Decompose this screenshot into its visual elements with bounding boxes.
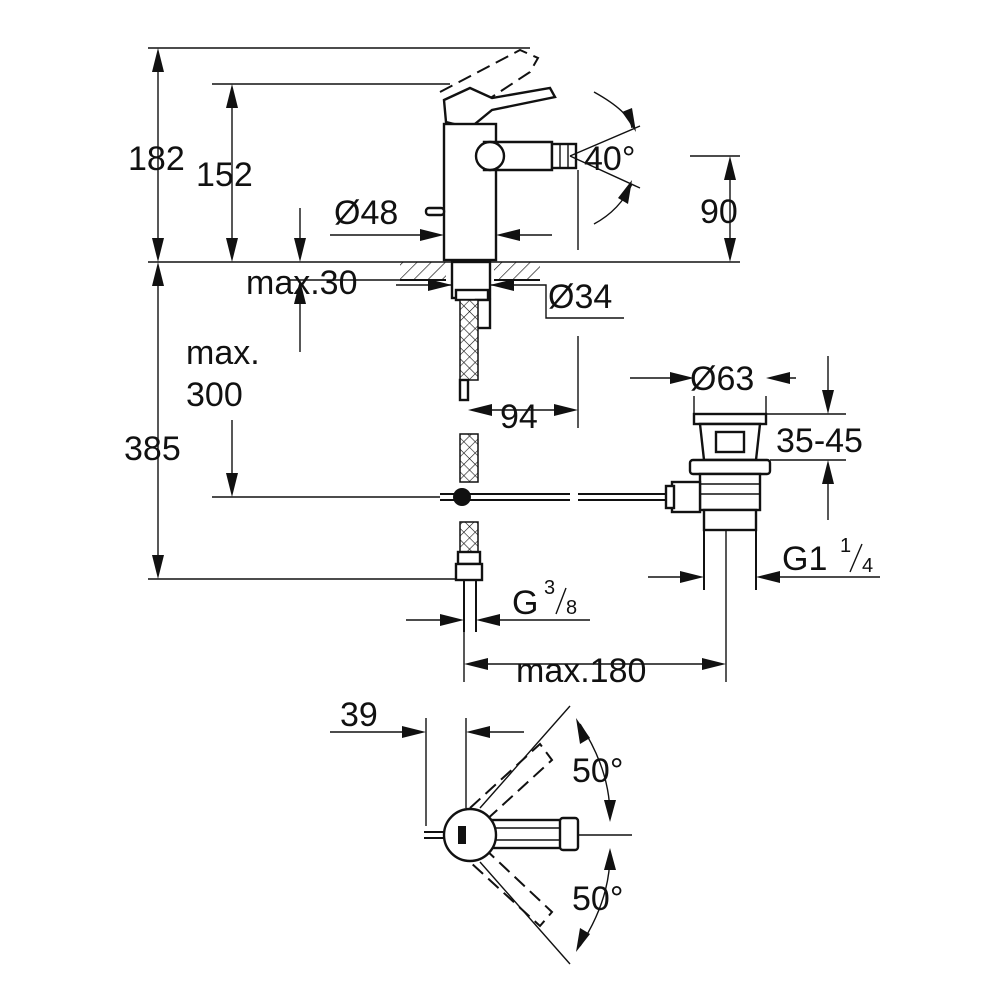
label-supply-thread: G	[512, 584, 538, 622]
faucet-body	[442, 122, 498, 262]
waste-assembly	[664, 412, 772, 590]
label-height-spout: 152	[196, 156, 253, 194]
label-waste-diameter: Ø63	[690, 360, 754, 398]
label-max-hose-value: 300	[186, 376, 243, 414]
aerator-top	[558, 816, 580, 852]
label-max-hose: max.	[186, 334, 260, 372]
dimension-lines	[148, 47, 880, 682]
label-waste-adjust: 35-45	[776, 422, 863, 460]
label-lever-rotation: 40°	[584, 140, 635, 178]
popup-linkage	[440, 488, 672, 506]
lever-alternate-position	[439, 48, 540, 119]
lever-handle	[442, 86, 557, 130]
label-supply-thread-den: 8	[566, 597, 577, 619]
spout-swivel-upper	[469, 742, 554, 823]
faucet-side-view	[424, 48, 578, 262]
label-spout-axis-height: 90	[700, 193, 738, 231]
supply-hose	[454, 299, 484, 632]
label-body-diameter: Ø48	[334, 194, 398, 232]
label-waste-thread-den: 4	[862, 555, 873, 577]
waste-tailpiece	[702, 508, 758, 532]
label-lever-offset: 39	[340, 696, 378, 734]
aerator	[550, 142, 578, 170]
label-waste-thread-num: 1	[840, 535, 851, 557]
label-swivel-bottom: 50°	[572, 880, 623, 918]
spout-top	[484, 818, 568, 850]
faucet-top-view	[330, 705, 632, 965]
waste-body	[698, 472, 762, 512]
label-hole-diameter: Ø34	[548, 278, 612, 316]
label-depth-total: 385	[124, 430, 181, 468]
popup-rod	[424, 206, 446, 217]
spout-swivel-lower	[469, 847, 554, 928]
waste-plug-top	[692, 412, 768, 426]
dimension-labels: 182 152 90 Ø48 max.30 Ø34 max. 300 385 9…	[124, 140, 873, 918]
label-height-total: 182	[128, 140, 185, 178]
label-waste-thread: G1	[782, 540, 827, 578]
label-waste-distance: max.180	[516, 652, 646, 690]
label-max-deck: max.30	[246, 264, 358, 302]
label-supply-thread-num: 3	[544, 577, 555, 599]
supply-hose-nut	[454, 562, 484, 582]
label-spout-reach: 94	[500, 398, 538, 436]
body-top	[442, 807, 498, 863]
waste-lever-nut	[670, 480, 702, 514]
label-swivel-top: 50°	[572, 752, 623, 790]
